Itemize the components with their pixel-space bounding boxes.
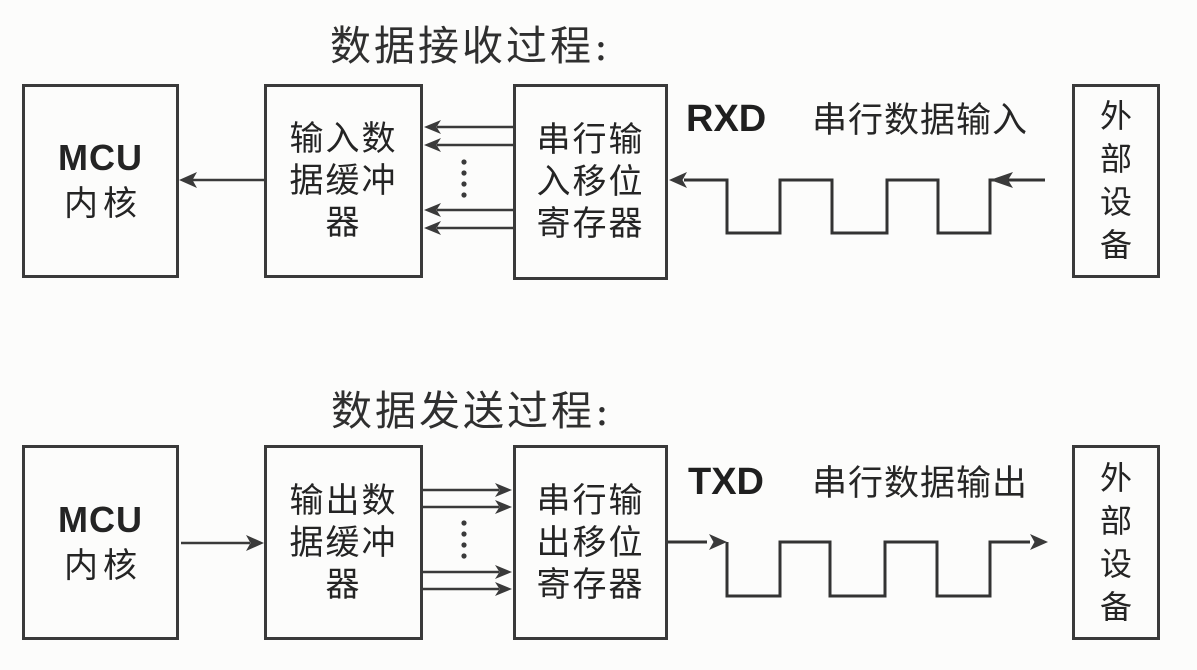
box-label-line: 器 (325, 203, 362, 243)
reception-title: 数据接收过程: (330, 22, 611, 70)
box-label-line: 输出数 (289, 480, 398, 521)
transmission-parallel-arrowhead (495, 582, 512, 596)
reception-parallel-arrowhead (424, 221, 441, 235)
transmission-parallel-arrowhead (495, 500, 512, 514)
transmission-bus-ellipsis-dot (461, 553, 467, 559)
transmission-output-buffer-box: 输出数 据缓冲 器 (264, 445, 423, 640)
reception-external-device-box: 外 部 设 备 (1072, 84, 1160, 278)
transmission-parallel-arrowhead (495, 565, 512, 579)
box-label-line: 串行输 (536, 480, 645, 521)
rxd-label: RXD (686, 98, 767, 140)
box-label-line: 内核 (64, 545, 142, 586)
transmission-waveform-arrowhead (709, 534, 727, 550)
reception-parallel-arrowhead (424, 203, 441, 217)
box-label-char: 外 (1099, 458, 1132, 497)
reception-bus-ellipsis-dot (461, 170, 467, 176)
transmission-bus-ellipsis-dot (461, 520, 467, 526)
box-label-line: 出移位 (536, 522, 645, 563)
transmission-mcu-arrowhead (246, 535, 264, 551)
box-label-line: 入移位 (536, 162, 645, 202)
box-label-line: 寄存器 (536, 204, 645, 244)
reception-waveform-mid-arrowhead (990, 172, 1013, 188)
transmission-waveform-end-arrowhead (1030, 534, 1048, 550)
box-label-line: 据缓冲 (289, 161, 398, 201)
transmission-bus-ellipsis-dot (461, 531, 467, 537)
box-label-line: MCU (58, 137, 143, 178)
box-label-line: MCU (58, 498, 143, 540)
reception-data-label: 串行数据输入 (812, 101, 1029, 141)
reception-parallel-arrowhead (424, 120, 441, 134)
box-label-line: 输入数 (289, 119, 398, 159)
reception-bus-ellipsis-dot (461, 192, 467, 198)
box-label-line: 内核 (64, 184, 142, 224)
txd-label: TXD (688, 461, 764, 503)
box-label-char: 部 (1099, 501, 1132, 540)
transmission-shift-register-box: 串行输 出移位 寄存器 (513, 445, 668, 640)
transmission-parallel-arrowhead (495, 483, 512, 497)
box-label-char: 备 (1099, 226, 1132, 264)
transmission-data-label: 串行数据输出 (812, 464, 1029, 504)
reception-bus-ellipsis-dot (461, 181, 467, 187)
transmission-title: 数据发送过程: (331, 387, 612, 435)
box-label-char: 设 (1099, 183, 1132, 221)
reception-waveform-arrowhead (669, 172, 687, 188)
transmission-bus-ellipsis-dot (461, 542, 467, 548)
box-label-char: 外 (1099, 97, 1132, 135)
reception-waveform (684, 178, 1045, 235)
box-label-line: 寄存器 (536, 564, 645, 605)
reception-mcu-arrowhead (179, 172, 197, 188)
reception-parallel-arrowhead (424, 138, 441, 152)
transmission-waveform (668, 540, 1030, 598)
box-label-char: 备 (1099, 587, 1132, 626)
reception-input-buffer-box: 输入数 据缓冲 器 (264, 84, 423, 278)
box-label-line: 器 (325, 564, 362, 605)
reception-shift-register-box: 串行输 入移位 寄存器 (513, 84, 668, 280)
box-label-line: 串行输 (536, 120, 645, 160)
box-label-line: 据缓冲 (289, 522, 398, 563)
reception-bus-ellipsis-dot (461, 159, 467, 165)
box-label-char: 部 (1099, 140, 1132, 178)
transmission-external-device-box: 外 部 设 备 (1072, 445, 1160, 640)
box-label-char: 设 (1099, 544, 1132, 583)
reception-mcu-core-box: MCU 内核 (22, 84, 179, 278)
transmission-mcu-core-box: MCU 内核 (22, 445, 179, 640)
